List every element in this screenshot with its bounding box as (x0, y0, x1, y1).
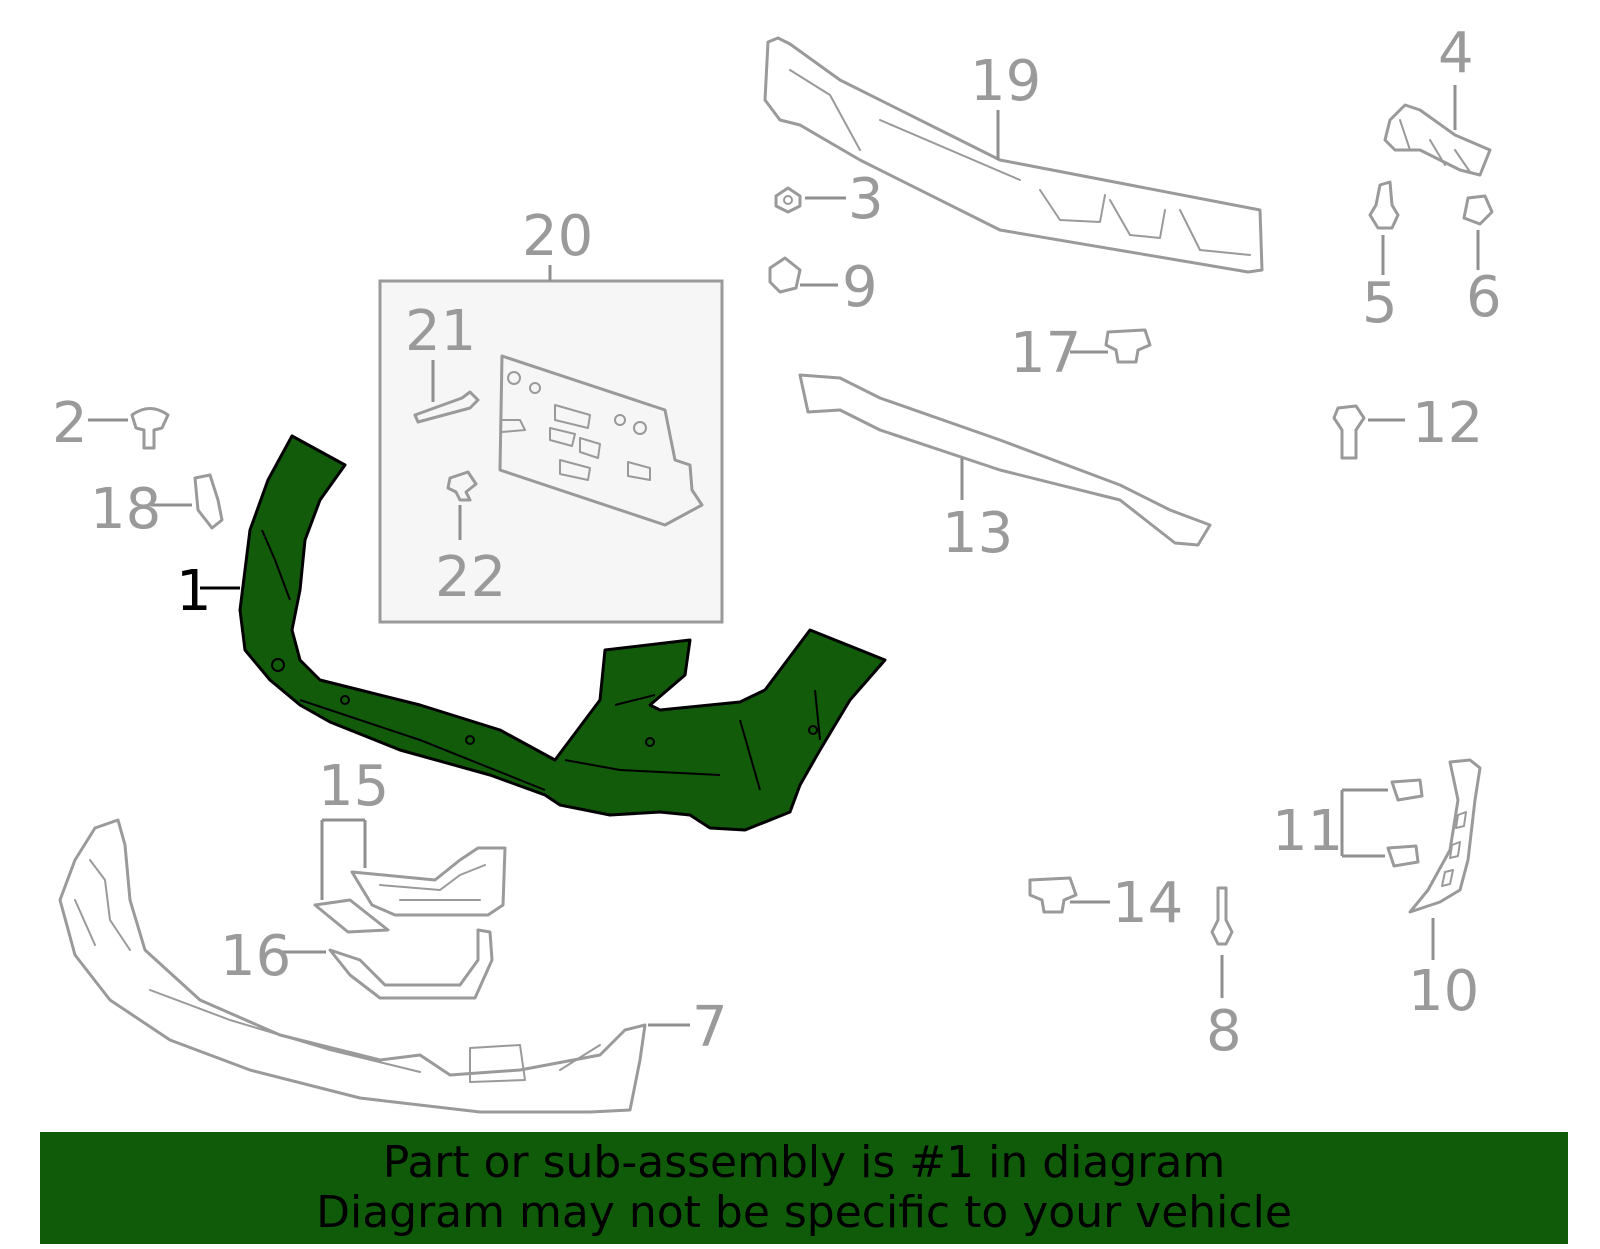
part-8-push-pin[interactable] (1210, 886, 1234, 946)
callout-4-label: 4 (1438, 21, 1474, 86)
callout-6-label: 6 (1466, 265, 1502, 330)
callout-13-label: 13 (942, 501, 1013, 566)
part-4-bracket[interactable] (1383, 103, 1492, 177)
callout-1-label: 1 (176, 559, 212, 624)
callout-19-label: 19 (970, 49, 1041, 114)
callout-12-label: 12 (1412, 391, 1483, 456)
part-10-side-bracket[interactable] (1408, 758, 1482, 914)
part-6-clip-nut[interactable] (1462, 194, 1494, 226)
part-7-lower-fascia[interactable] (58, 818, 647, 1114)
callout-3-label: 3 (848, 167, 884, 232)
callout-18-label: 18 (90, 477, 161, 542)
part-20-license-bracket[interactable] (498, 354, 704, 527)
part-18-bracket[interactable] (193, 473, 224, 530)
callout-16-label: 16 (220, 924, 291, 989)
part-1-bumper-cover[interactable] (238, 434, 887, 832)
part-12-bolt[interactable] (1332, 404, 1366, 460)
part-17-plug[interactable] (1104, 328, 1152, 364)
banner-line-1: Part or sub-assembly is #1 in diagram (382, 1137, 1226, 1188)
part-19-impact-absorber[interactable] (763, 36, 1264, 274)
callout-10-label: 10 (1408, 959, 1479, 1024)
part-16-trim[interactable] (328, 928, 494, 1000)
callout-21-label: 21 (405, 299, 476, 364)
callout-7-label: 7 (692, 995, 728, 1060)
callout-22-label: 22 (435, 545, 506, 610)
part-14-plug[interactable] (1028, 876, 1078, 914)
callout-2-label: 2 (52, 391, 88, 456)
notice-banner: Part or sub-assembly is #1 in diagram Di… (40, 1132, 1568, 1244)
callout-11-label: 11 (1272, 799, 1343, 864)
callout-5-label: 5 (1362, 271, 1398, 336)
part-20-inset-box[interactable] (378, 279, 724, 624)
part-5-bolt[interactable] (1368, 180, 1400, 230)
callout-14-label: 14 (1112, 871, 1183, 936)
part-21-pin[interactable] (413, 390, 480, 424)
part-3-nut[interactable] (774, 186, 802, 214)
part-9-clip[interactable] (768, 256, 802, 294)
callout-8-label: 8 (1206, 999, 1242, 1064)
callout-20-label: 20 (522, 204, 593, 269)
callout-15-label: 15 (318, 754, 389, 819)
part-22-screw[interactable] (446, 470, 478, 502)
part-15-trim[interactable] (313, 846, 507, 934)
part-13-reinforcement[interactable] (798, 373, 1212, 547)
callout-17-label: 17 (1010, 321, 1081, 386)
banner-line-2: Diagram may not be specific to your vehi… (316, 1187, 1292, 1238)
part-2-push-pin[interactable] (130, 407, 170, 450)
part-11-clips[interactable] (1386, 778, 1424, 868)
callout-9-label: 9 (842, 255, 878, 320)
